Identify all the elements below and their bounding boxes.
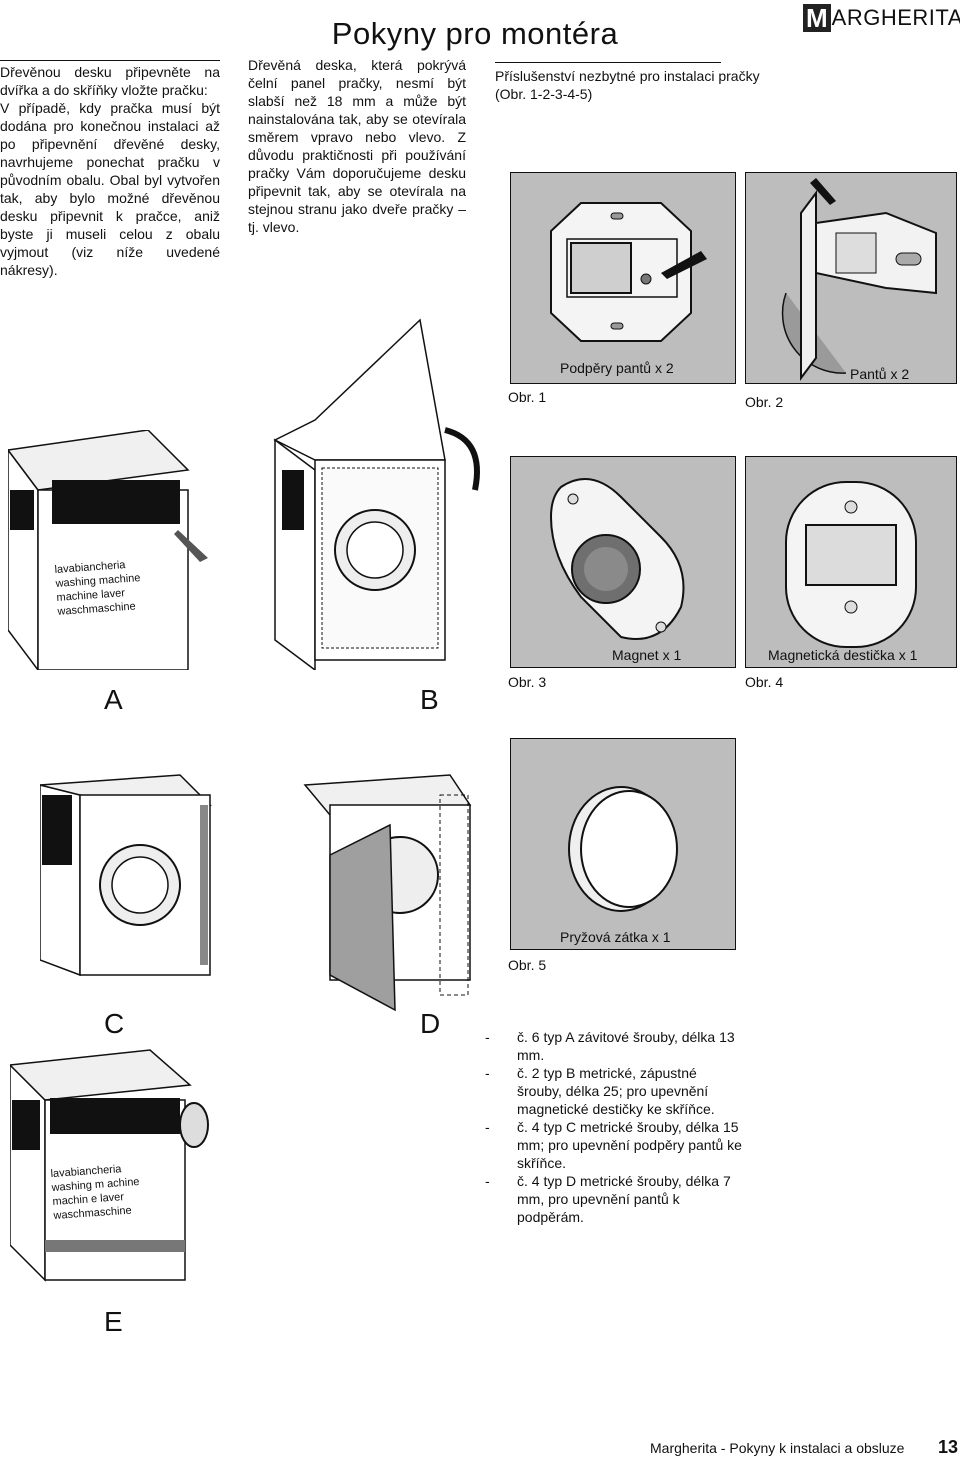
column-rule [0,60,220,61]
screw-pre: č. 4 typ [517,1173,567,1189]
screw-pre: č. 4 typ [517,1119,567,1135]
step-b-illustration [270,300,485,670]
figure-3-caption: Magnet x 1 [612,647,682,663]
hinge-illustration [781,178,937,381]
left-body-link: viz níže uvedené nákresy [0,244,220,278]
list-item: -č. 2 typ B metrické, zápustné šrouby, d… [485,1065,715,1117]
figure-1-panel [510,172,736,384]
screw-list: -č. 6 typ A závitové šrouby, délka 13 mm… [485,1028,745,1226]
left-body-tail: ). [49,262,58,278]
column-rule [495,62,721,63]
footer-text: Margherita - Pokyny k instalaci a obsluz… [650,1440,905,1456]
screw-post: metrické šrouby, délka 15 mm; pro upevně… [517,1119,742,1171]
figure-1-caption: Podpěry pantů x 2 [560,360,674,376]
step-a-label: A [104,684,123,715]
hinge-support-illustration [550,202,707,342]
screw-type: C [566,1119,577,1135]
figure-2-label: Obr. 2 [745,394,784,410]
figure-5-caption: Pryžová zátka x 1 [560,929,671,945]
left-body: V případě, kdy pračka musí být dodána pr… [0,99,220,279]
page-number: 13 [938,1437,959,1457]
step-d-illustration [300,745,480,1025]
figure-2-caption: Pantů x 2 [850,366,910,382]
step-b-label: B [420,684,439,715]
accessories-heading: Příslušenství nezbytné pro instalaci pra… [495,68,760,84]
brand-logo: M ARGHERITA [803,4,960,32]
screw-type: D [566,1173,577,1189]
step-c-label: C [104,1008,125,1039]
middle-text-column: Dřevěná deska, která pokrývá čelní panel… [248,57,466,235]
screw-post: závitové šrouby, délka 13 mm. [517,1029,735,1063]
magnet-illustration [549,478,685,640]
figure-3-panel [510,456,736,668]
box-print-e: lavabiancheria washing m achine machin e… [50,1161,142,1223]
left-text-column: Dřevěnou desku připevněte na dvířka a do… [0,60,220,279]
screw-pre: č. 6 typ [517,1029,566,1045]
list-item: -č. 4 typ D metrické šrouby, délka 7 mm,… [485,1173,731,1225]
step-d-label: D [420,1008,441,1039]
screw-type: B [566,1065,576,1081]
step-a-illustration: lavabiancheria washing machine machine l… [8,430,208,670]
figure-4-caption: Magnetická destička x 1 [768,647,918,663]
list-item: -č. 6 typ A závitové šrouby, délka 13 mm… [485,1029,735,1063]
figure-5-label: Obr. 5 [508,957,547,973]
magnetic-plate-illustration [785,481,917,648]
rubber-plug-illustration [568,786,678,912]
screw-post: metrické šrouby, délka 7 mm, pro upevněn… [517,1173,731,1225]
figure-5-panel [510,738,736,950]
screw-type: A [565,1029,574,1045]
screw-pre: č. 2 typ [517,1065,567,1081]
screw-post: metrické, zápustné šrouby, délka 25; pro… [517,1065,715,1117]
logo-text: ARGHERITA [831,5,960,30]
list-item: -č. 4 typ C metrické šrouby, délka 15 mm… [485,1119,742,1171]
page-title: Pokyny pro montéra [331,16,619,51]
step-e-label: E [104,1306,123,1337]
figure-3-label: Obr. 3 [508,674,547,690]
figure-4-label: Obr. 4 [745,674,784,690]
box-print: lavabiancheria washing machine machine l… [54,557,143,619]
figure-4-panel [745,456,957,668]
figure-1-label: Obr. 1 [508,389,547,405]
figure-2-panel [745,172,957,384]
logo-mark: M [803,4,831,32]
step-c-illustration [40,735,230,980]
left-heading: Dřevěnou desku připevněte na dvířka a do… [0,64,220,98]
right-text-column: Příslušenství nezbytné pro instalaci pra… [495,62,765,103]
step-e-illustration: lavabiancheria washing m achine machin e… [10,1040,210,1285]
accessories-ref: (Obr. 1-2-3-4-5) [495,86,593,102]
left-body-text: V případě, kdy pračka musí být dodána pr… [0,100,220,260]
